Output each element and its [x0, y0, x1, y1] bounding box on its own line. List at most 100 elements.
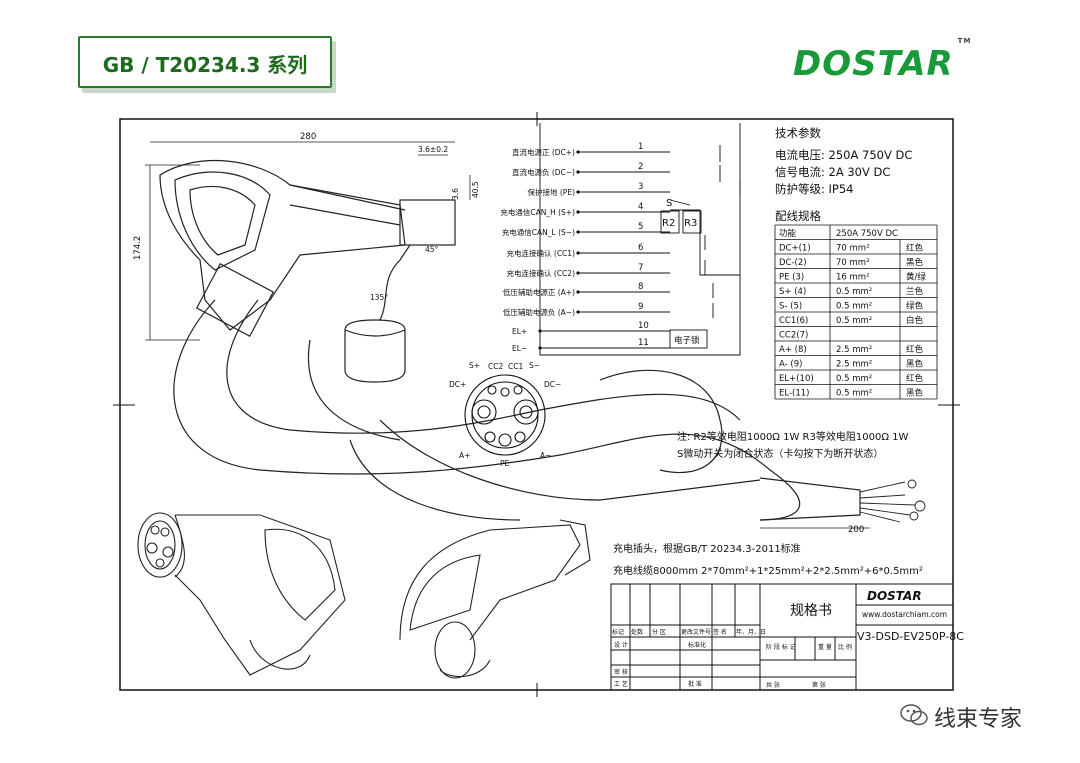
specs-title: 技术参数	[775, 126, 821, 140]
note-resistors: 注: R2等效电阻1000Ω 1W R3等效电阻1000Ω 1W	[677, 430, 908, 443]
connector-face	[464, 374, 546, 456]
dim-height: 174.2	[133, 236, 143, 260]
switch-label: S	[666, 198, 672, 209]
note-switch: S微动开关为闭合状态（卡勾按下为断开状态）	[677, 447, 883, 460]
wiring-cell: 70 mm²	[836, 258, 870, 268]
wiring-cell: 黑色	[906, 388, 924, 399]
wiring-cell: PE (3)	[779, 273, 804, 283]
plug-perspective-views	[137, 512, 591, 679]
wiring-cell: 0.5 mm²	[836, 316, 872, 326]
r3-label: R3	[684, 218, 697, 229]
pin-dot-2	[576, 170, 580, 174]
tb-part-number: V3-DSD-EV250P-8C	[857, 630, 964, 643]
wiring-cell: DC-(2)	[779, 258, 807, 268]
wiring-cell: 0.5 mm²	[836, 287, 872, 297]
tb-brand: DOSTAR	[867, 589, 922, 603]
wechat-icon	[900, 704, 928, 726]
pin-num-8: 8	[638, 282, 643, 292]
tb-cell-label: 年、月、日	[736, 628, 766, 636]
schematic	[539, 123, 741, 356]
dim-d4: 45°	[425, 245, 439, 254]
wiring-cell: A+ (8)	[779, 345, 807, 355]
wiring-title: 配线规格	[775, 209, 821, 223]
pin-dot-7	[576, 271, 580, 275]
pin-label-5: 充电通信CAN_L (S−)	[502, 227, 575, 237]
wiring-cell: 绿色	[906, 301, 924, 312]
pin-num-6: 6	[638, 243, 643, 253]
dim-d1: 3.6±0.2	[418, 145, 448, 154]
pin-label-10: EL+	[512, 327, 527, 336]
wiring-cell: 0.5 mm²	[836, 302, 872, 312]
wiring-cell: 红色	[906, 344, 924, 355]
pin-dot-1	[576, 150, 580, 154]
face-label-a-minus: A−	[540, 451, 551, 460]
tb-cell-label: 第 张	[812, 681, 826, 689]
pin-num-11: 11	[638, 338, 649, 348]
pin-label-1: 直流电源正 (DC+)	[512, 147, 575, 157]
wiring-cell: EL+(10)	[779, 374, 814, 384]
desc-standard: 充电插头，根据GB/T 20234.3-2011标准	[613, 542, 801, 555]
watermark-text: 线束专家	[934, 707, 1023, 732]
face-label-dc-minus: DC−	[544, 380, 561, 389]
dim-length: 280	[300, 132, 316, 142]
tb-cell-label: 工 艺	[614, 680, 628, 688]
wiring-cell: 红色	[906, 243, 924, 254]
tb-cell-label: 设 计	[614, 641, 628, 649]
pin-dot-9	[576, 310, 580, 314]
pin-num-9: 9	[638, 302, 643, 312]
lock-label: 电子锁	[674, 335, 700, 346]
tb-cell-label: 签 名	[713, 628, 727, 636]
wiring-cell: 红色	[906, 373, 924, 384]
face-label-cc2: CC2	[488, 362, 503, 371]
page-title: GB / T20234.3 系列	[102, 53, 308, 77]
title-block-cells: 标记处数分 区更改文件号签 名年、月、日设 计标准化审 核工 艺批 准阶 段 标…	[612, 628, 852, 689]
desc-cable: 充电线缆8000mm 2*70mm²+1*25mm²+2*2.5mm²+6*0.…	[613, 564, 923, 577]
tb-cell-label: 共 张	[766, 681, 780, 689]
dim-d3: 40.5	[471, 181, 480, 198]
page-title-box: GB / T20234.3 系列	[78, 36, 332, 88]
face-label-cc1: CC1	[508, 362, 523, 371]
wiring-cell: 2.5 mm²	[836, 345, 872, 355]
pin-label-8: 低压辅助电源正 (A+)	[503, 287, 575, 297]
wiring-cell: 250A 750V DC	[836, 229, 898, 239]
wiring-cell: 0.5 mm²	[836, 389, 872, 399]
pin-label-3: 保护接地 (PE)	[528, 187, 576, 197]
dostar-logo: DOSTARTM	[793, 37, 970, 84]
wiring-cell: 功能	[779, 228, 797, 239]
face-label-s-minus: S−	[529, 361, 540, 370]
wiring-cell: 黑色	[906, 257, 924, 268]
spec-line-3: 防护等级: IP54	[775, 182, 854, 196]
wiring-cell: S+ (4)	[779, 287, 806, 297]
wiring-cell: CC1(6)	[779, 316, 808, 326]
tb-cell-label: 标记	[612, 628, 624, 636]
pin-num-7: 7	[638, 263, 643, 273]
wiring-cell: A- (9)	[779, 360, 802, 370]
pin-dot-4	[576, 210, 580, 214]
tb-cell-label: 更改文件号	[681, 628, 711, 636]
wiring-cell: S- (5)	[779, 302, 802, 312]
wiring-cell: DC+(1)	[779, 244, 811, 254]
tb-cell-label: 审 核	[614, 668, 628, 676]
pin-num-4: 4	[638, 202, 643, 212]
wiring-cell: 16 mm²	[836, 273, 870, 283]
face-label-s-plus: S+	[469, 361, 480, 370]
wiring-cell: 白色	[906, 315, 924, 326]
wiring-cell: 0.5 mm²	[836, 374, 872, 384]
tb-cell-label: 阶 段 标 记	[766, 643, 796, 651]
tb-cell-label: 批 准	[688, 680, 702, 688]
pin-num-1: 1	[638, 142, 643, 152]
r2-label: R2	[662, 218, 675, 229]
pin-dot-3	[576, 190, 580, 194]
spec-line-2: 信号电流: 2A 30V DC	[775, 165, 890, 179]
wiring-cell: 黑色	[906, 359, 924, 370]
pin-num-5: 5	[638, 222, 643, 232]
pin-num-2: 2	[638, 162, 643, 172]
wiring-cell: EL-(11)	[779, 389, 809, 399]
pin-dot-6	[576, 251, 580, 255]
pin-label-6: 充电连接确认 (CC1)	[507, 248, 576, 258]
pin-dot-5	[576, 230, 580, 234]
cable-drawing	[173, 299, 861, 521]
